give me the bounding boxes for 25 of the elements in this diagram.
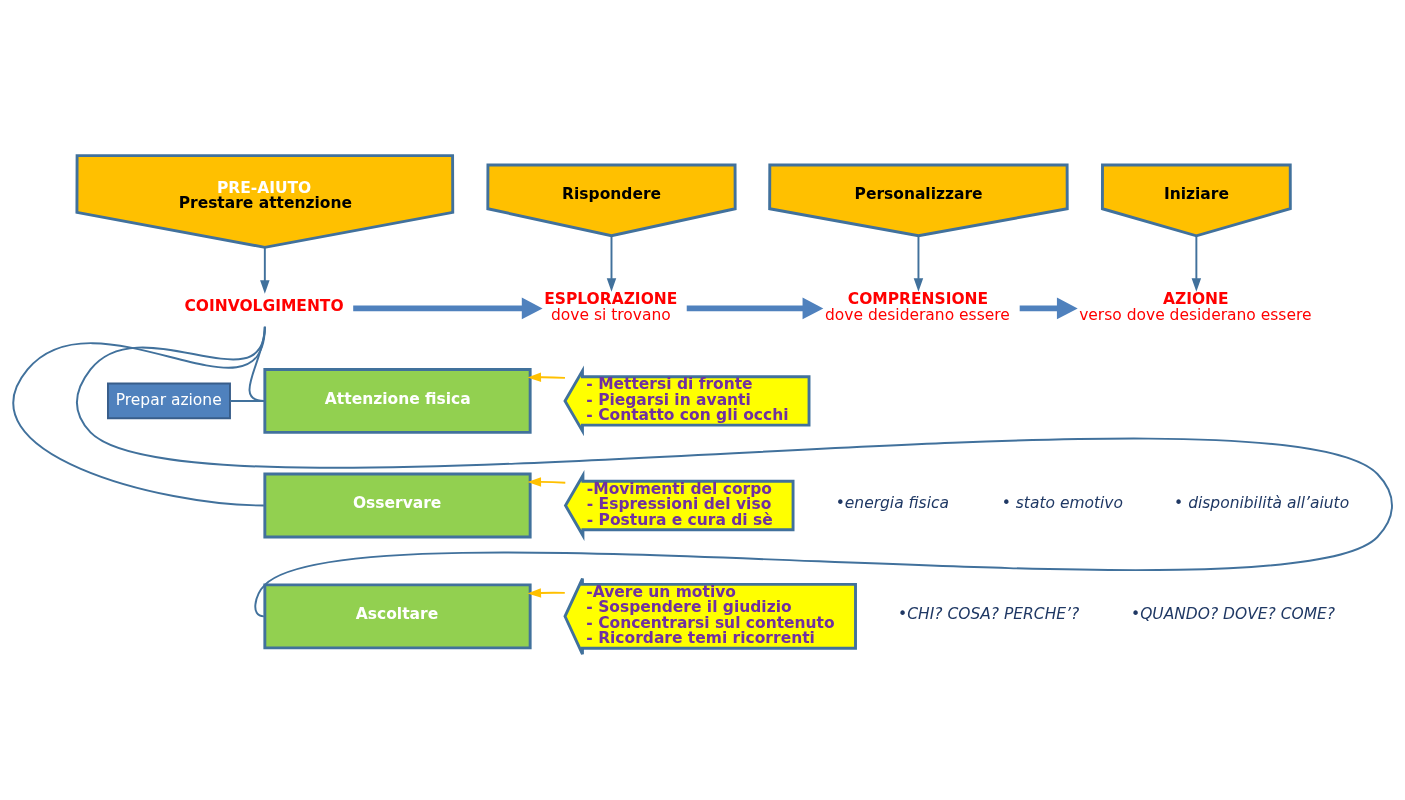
- node-box: Ascoltare: [263, 583, 532, 650]
- label: •QUANDO? DOVE? COME?: [1131, 605, 1336, 624]
- node-text: COINVOLGIMENTO: [184, 297, 344, 316]
- node-box: Attenzione fisica: [263, 368, 532, 434]
- label: •energia fisica: [835, 494, 949, 513]
- arrow: [353, 297, 543, 320]
- node-box: Prepar azione: [107, 382, 231, 420]
- arrow: [913, 234, 924, 292]
- node-text: COMPRENSIONE dove desiderano essere: [825, 290, 1010, 324]
- arrow: [527, 588, 566, 598]
- arrow: [686, 297, 824, 320]
- arrow: [1191, 234, 1202, 292]
- node-box: Osservare: [263, 472, 532, 539]
- arrow: [1019, 297, 1078, 320]
- arrow: [527, 372, 566, 383]
- connector: [75, 325, 1393, 618]
- arrow: [606, 234, 617, 292]
- arrow: [527, 477, 567, 487]
- label: • stato emotivo: [1001, 494, 1123, 513]
- connector: [229, 399, 266, 402]
- node-text: ESPLORAZIONE dove si trovano: [544, 290, 678, 324]
- arrow: [260, 246, 270, 294]
- label: •CHI? COSA? PERCHE’?: [898, 605, 1080, 624]
- node-text: AZIONE verso dove desiderano essere: [1079, 290, 1312, 324]
- label: • disponibilità all’aiuto: [1174, 494, 1350, 513]
